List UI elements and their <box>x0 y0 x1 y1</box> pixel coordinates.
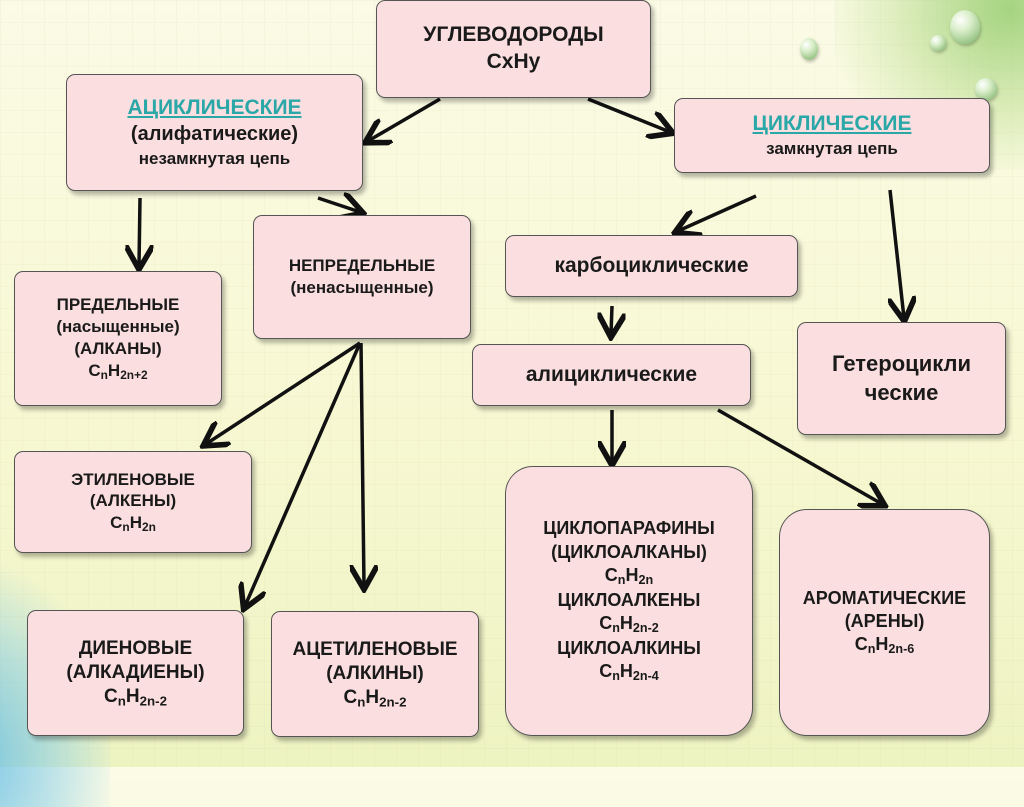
acyclic-title: АЦИКЛИЧЕСКИЕ <box>127 96 302 120</box>
unsaturated-subtitle: (ненасыщенные) <box>290 278 434 297</box>
cycloalkanes-formula: CnH2n <box>604 565 654 588</box>
arrow-unsat-acetylene <box>361 342 364 586</box>
arrow-alicyclic-aromatic <box>717 408 882 504</box>
aromatic-title: АРОМАТИЧЕСКИЕ <box>802 588 967 609</box>
acetylene-title: АЦЕТИЛЕНОВЫЕ <box>292 638 458 660</box>
heterocyclic-line1: Гетероцикли <box>831 351 971 377</box>
cyclo-subtitle: (ЦИКЛОАЛКАНЫ) <box>551 541 707 562</box>
node-cycloalkanes: ЦИКЛОПАРАФИНЫ (ЦИКЛОАЛКАНЫ) CnH2n ЦИКЛОА… <box>505 466 753 736</box>
arrow-acyclic-saturated <box>139 197 140 266</box>
node-ethylene: ЭТИЛЕНОВЫЕ (АЛКЕНЫ) CnH2n <box>14 451 252 553</box>
acetylene-class: (АЛКИНЫ) <box>326 662 424 684</box>
node-unsaturated: НЕПРЕДЕЛЬНЫЕ (ненасыщенные) <box>253 215 471 339</box>
node-saturated: ПРЕДЕЛЬНЫЕ (насыщенные) (АЛКАНЫ) CnH2n+2 <box>14 271 222 406</box>
water-drop-icon <box>930 35 946 51</box>
acyclic-note: незамкнутая цепь <box>138 148 291 168</box>
root-title: УГЛЕВОДОРОДЫ <box>423 23 604 47</box>
acetylene-formula: CnH2n-2 <box>343 687 407 710</box>
node-diene: ДИЕНОВЫЕ (АЛКАДИЕНЫ) CnH2n-2 <box>27 610 244 736</box>
arrow-root-acyclic <box>368 97 441 141</box>
cycloalkenes-title: ЦИКЛОАЛКЕНЫ <box>557 589 701 610</box>
cyclo-title: ЦИКЛОПАРАФИНЫ <box>543 518 715 539</box>
carbocyclic-title: карбоциклические <box>554 253 749 277</box>
arrow-cyclic-heterocyclic <box>890 189 904 318</box>
unsaturated-title: НЕПРЕДЕЛЬНЫЕ <box>288 256 436 276</box>
ethylene-class: (АЛКЕНЫ) <box>89 491 177 511</box>
ethylene-formula: CnH2n <box>110 513 156 535</box>
cycloalkenes-formula: CnH2n-2 <box>599 613 659 636</box>
arrows-layer <box>0 97 1024 767</box>
node-heterocyclic: Гетероцикли ческие <box>797 322 1006 435</box>
alicyclic-title: алициклические <box>525 362 698 386</box>
node-cyclic: ЦИКЛИЧЕСКИЕ замкнутая цепь <box>674 98 990 173</box>
cyclic-note: замкнутая цепь <box>766 139 898 159</box>
arrow-unsat-ethylene <box>206 341 361 444</box>
cycloalkynes-formula: CnH2n-4 <box>599 661 659 684</box>
heterocyclic-line2: ческие <box>864 379 939 405</box>
node-acyclic: АЦИКЛИЧЕСКИЕ (алифатические) незамкнутая… <box>66 74 363 191</box>
ethylene-title: ЭТИЛЕНОВЫЕ <box>71 469 195 489</box>
arrow-root-cyclic <box>587 97 670 132</box>
acyclic-subtitle: (алифатические) <box>130 123 299 146</box>
cycloalkynes-title: ЦИКЛОАЛКИНЫ <box>557 637 701 658</box>
water-drop-icon <box>975 78 997 100</box>
aromatic-formula: CnH2n-6 <box>854 634 915 657</box>
root-formula: CxHy <box>486 50 541 73</box>
saturated-formula: CnH2n+2 <box>88 360 148 382</box>
diene-title: ДИЕНОВЫЕ <box>78 637 193 659</box>
cyclic-title: ЦИКЛИЧЕСКИЕ <box>752 112 912 136</box>
water-drop-icon <box>800 38 818 60</box>
saturated-title: ПРЕДЕЛЬНЫЕ <box>56 295 180 315</box>
saturated-subtitle: (насыщенные) <box>56 317 180 337</box>
arrow-cyclic-carbocyclic <box>678 194 757 231</box>
node-carbocyclic: карбоциклические <box>505 235 798 297</box>
arrow-acyclic-unsaturated <box>317 198 360 212</box>
diene-class: (АЛКАДИЕНЫ) <box>66 661 205 683</box>
node-acetylene: АЦЕТИЛЕНОВЫЕ (АЛКИНЫ) CnH2n-2 <box>271 611 479 737</box>
water-drop-icon <box>950 10 980 44</box>
aromatic-class: (АРЕНЫ) <box>844 611 925 632</box>
arrow-unsat-diene <box>245 342 362 606</box>
saturated-class: (АЛКАНЫ) <box>74 338 162 358</box>
node-alicyclic: алициклические <box>472 344 751 406</box>
node-hydrocarbons: УГЛЕВОДОРОДЫ CxHy <box>376 0 651 98</box>
arrow-carbo-alicyclic <box>611 305 612 334</box>
diene-formula: CnH2n-2 <box>104 686 167 709</box>
node-aromatic: АРОМАТИЧЕСКИЕ (АРЕНЫ) CnH2n-6 <box>779 509 990 736</box>
